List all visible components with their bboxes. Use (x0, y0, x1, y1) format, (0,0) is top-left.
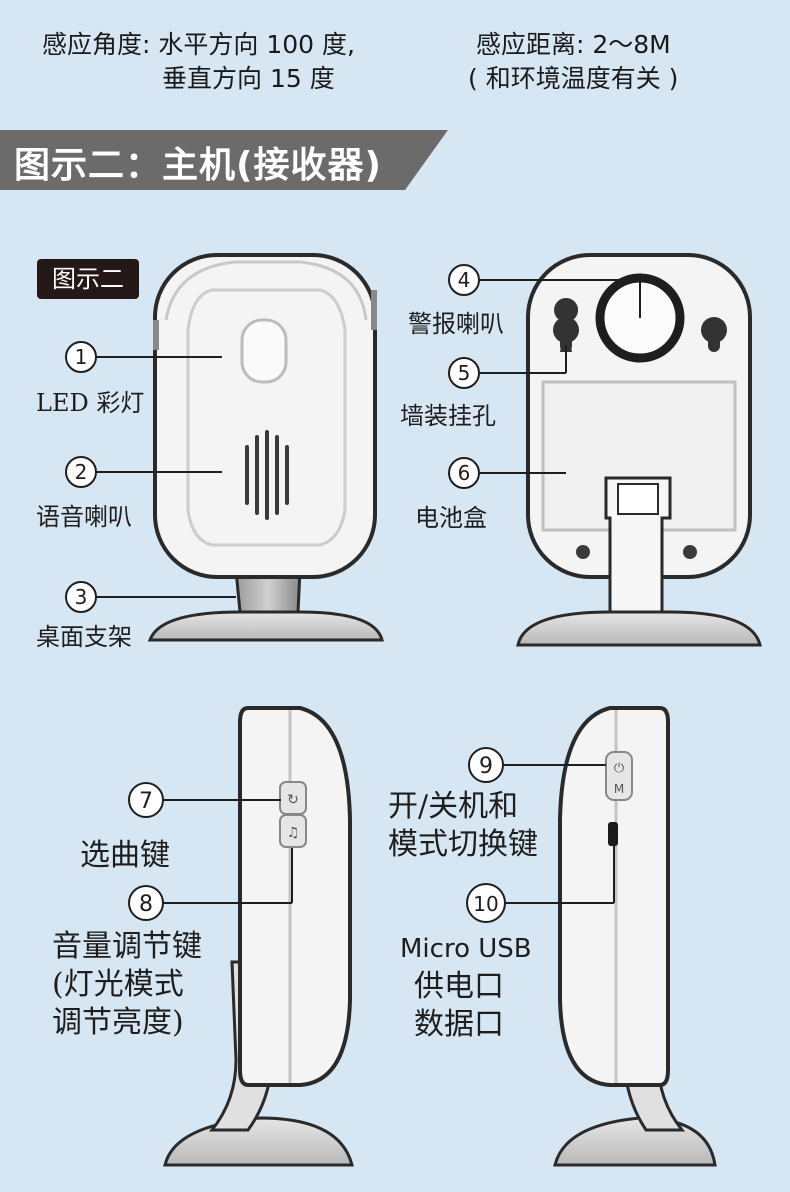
volume-line3: 调节亮度) (52, 1005, 184, 1040)
side-view-right: ⏻ M (553, 706, 717, 1167)
figure-badge: 图示二 (37, 259, 139, 299)
callout-label-song-select: 选曲键 (80, 838, 170, 873)
callout-numbers: 1 2 3 4 5 6 7 8 9 10 (75, 268, 499, 917)
svg-text:↻: ↻ (287, 792, 299, 808)
callout-label-volume: 音量调节键 (灯光模式 调节亮度) (52, 928, 202, 1042)
callout-label-usb: Micro USB 供电口 数据口 (400, 930, 532, 1044)
usb-line1: Micro USB (400, 934, 532, 964)
callout-number-10: 10 (473, 892, 498, 916)
svg-text:♫: ♫ (287, 825, 300, 841)
usb-line2: 供电口 (414, 969, 504, 1004)
usb-line3: 数据口 (414, 1007, 504, 1042)
callout-number-5: 5 (458, 361, 471, 385)
power-line2: 模式切换键 (388, 827, 538, 862)
side-view-left: ↻ ♫ (163, 706, 354, 1167)
volume-line2: (灯光模式 (52, 967, 184, 1002)
svg-text:M: M (614, 782, 624, 796)
callout-circles (65, 264, 506, 923)
power-line1: 开/关机和 (388, 789, 519, 824)
callout-label-wall-holes: 墙装挂孔 (400, 402, 496, 430)
callout-number-1: 1 (75, 345, 88, 369)
callout-number-9: 9 (479, 754, 493, 779)
callout-label-alarm-speaker: 警报喇叭 (408, 310, 504, 338)
callout-number-4: 4 (458, 268, 471, 292)
callout-number-7: 7 (139, 789, 153, 814)
callout-number-2: 2 (75, 460, 88, 484)
callout-number-6: 6 (458, 461, 471, 485)
callout-number-8: 8 (139, 892, 153, 917)
section-title: 图示二：主机(接收器) (14, 145, 382, 186)
volume-line1: 音量调节键 (52, 929, 202, 964)
callout-label-battery-box: 电池盒 (415, 504, 487, 532)
front-view (147, 253, 384, 642)
distance-spec-line2: ( 和环境温度有关 ) (468, 64, 679, 93)
section-banner (0, 130, 448, 190)
callout-label-power: 开/关机和 模式切换键 (388, 788, 538, 864)
svg-text:⏻: ⏻ (614, 761, 624, 776)
callout-label-desk-stand: 桌面支架 (36, 623, 132, 651)
callout-label-led: LED 彩灯 (36, 389, 145, 417)
angle-spec-line2: 垂直方向 15 度 (162, 64, 335, 93)
back-view (516, 253, 762, 647)
leader-lines (96, 279, 641, 904)
distance-spec-line1: 感应距离: 2～8M (476, 30, 671, 59)
angle-spec-line1: 感应角度: 水平方向 100 度, (42, 30, 355, 59)
callout-number-3: 3 (75, 585, 88, 609)
callout-label-voice-speaker: 语音喇叭 (36, 503, 132, 531)
